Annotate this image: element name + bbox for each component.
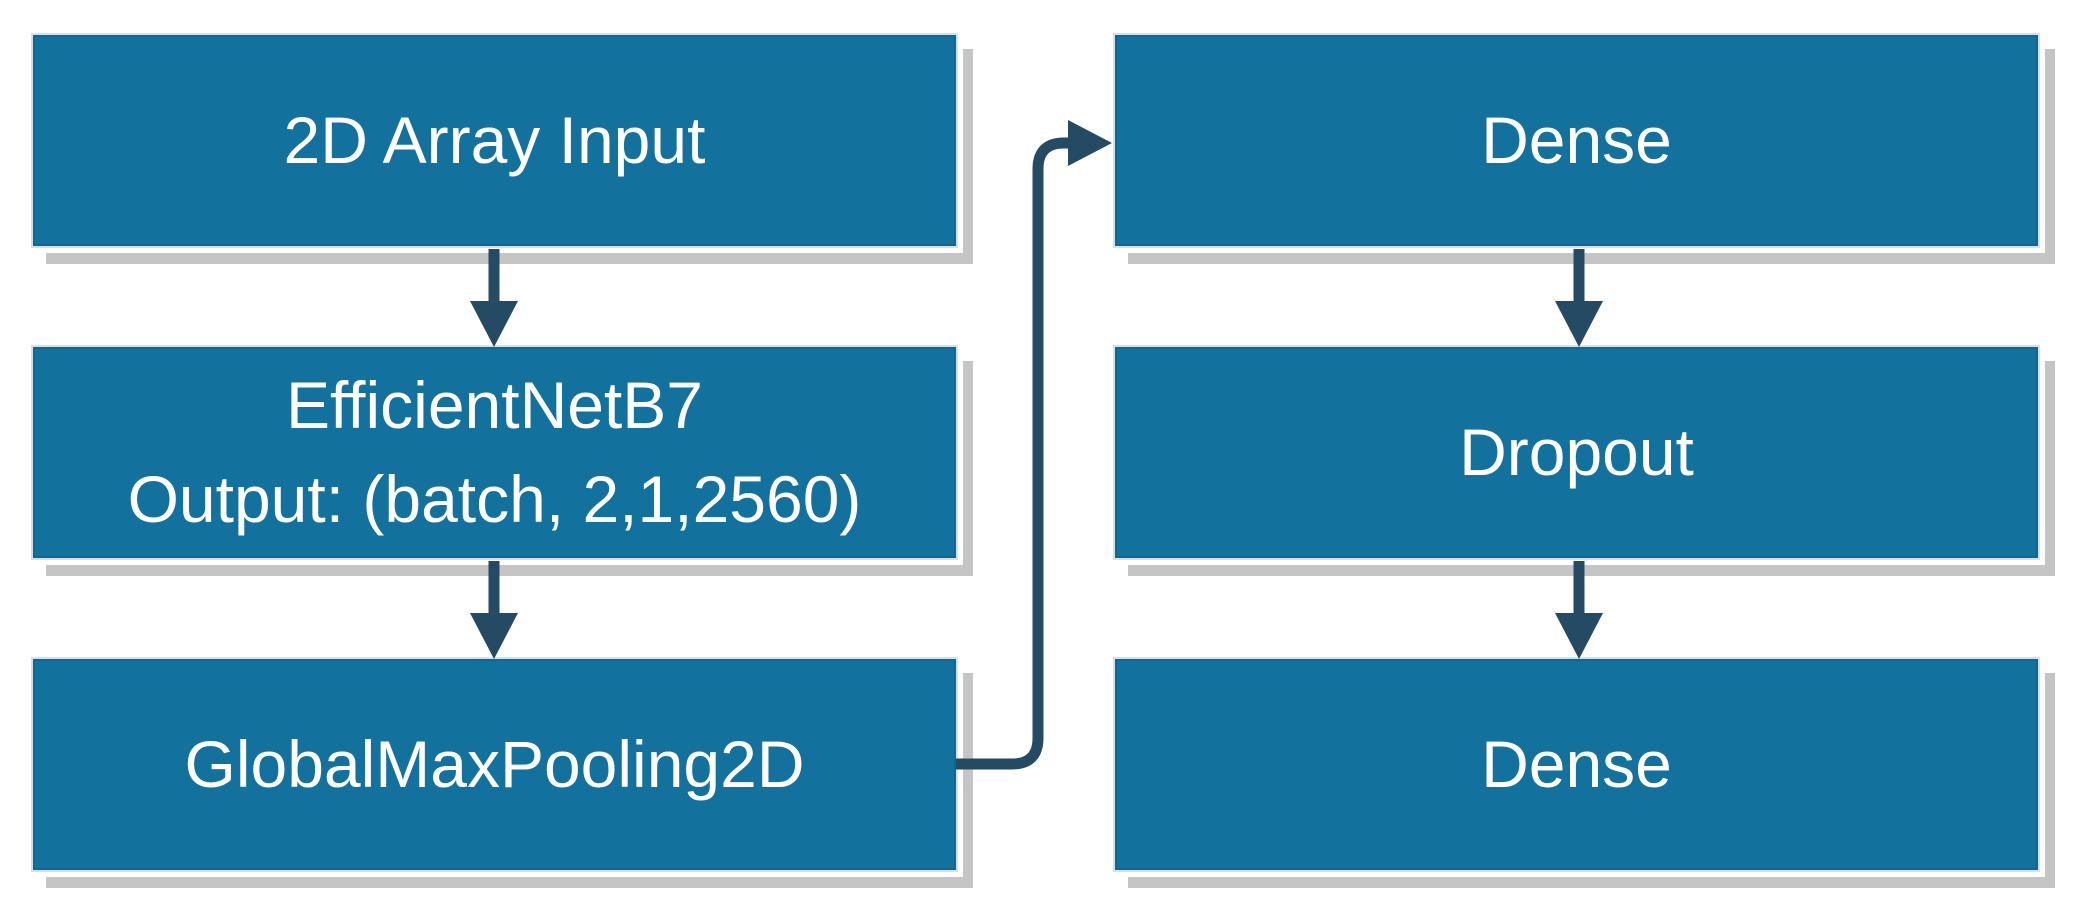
node-2d-array-input: 2D Array Input	[31, 33, 958, 248]
node-2d-array-input-label: 2D Array Input	[283, 102, 706, 177]
elbow-connector	[956, 137, 1070, 770]
arrow-dropout-to-dense-icon	[1555, 561, 1603, 659]
node-dense-1-label: Dense	[1481, 102, 1672, 177]
node-globalmaxpooling2d: GlobalMaxPooling2D	[31, 657, 958, 872]
arrow-dense-to-dropout-icon	[1555, 249, 1603, 347]
arrow-head-down-icon	[470, 301, 518, 347]
node-dropout: Dropout	[1113, 345, 2040, 560]
arrow-head-down-icon	[470, 613, 518, 659]
arrow-globalmaxpooling2d-to-dense-icon	[956, 120, 1112, 770]
node-efficientnetb7-output-shape: Output: (batch, 2,1,2560)	[127, 461, 862, 536]
node-globalmaxpooling2d-label: GlobalMaxPooling2D	[184, 726, 805, 801]
node-dense-2: Dense	[1113, 657, 2040, 872]
node-efficientnetb7: EfficientNetB7 Output: (batch, 2,1,2560)	[31, 345, 958, 560]
node-efficientnetb7-label: EfficientNetB7	[285, 367, 703, 442]
node-dense-2-label: Dense	[1481, 726, 1672, 801]
arrow-head-down-icon	[1555, 301, 1603, 347]
node-dense-1: Dense	[1113, 33, 2040, 248]
arrow-input-to-efficientnetb7-icon	[470, 249, 518, 347]
arrow-efficientnetb7-to-globalmaxpooling2d-icon	[470, 561, 518, 659]
arrow-head-down-icon	[1555, 613, 1603, 659]
node-dropout-label: Dropout	[1459, 414, 1694, 489]
arrow-head-right-icon	[1068, 120, 1112, 166]
